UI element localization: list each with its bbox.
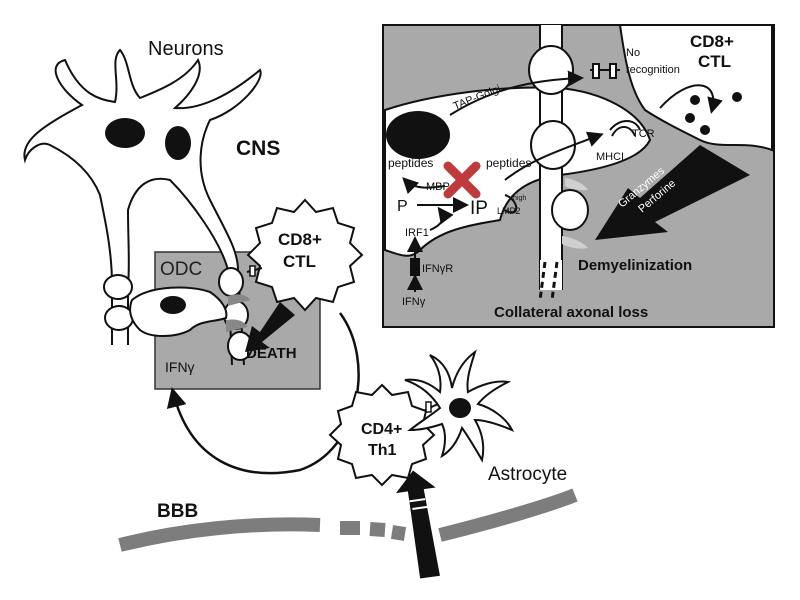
cd8-ctl-cell bbox=[245, 198, 364, 352]
cd8-label: CD8+ bbox=[278, 230, 322, 249]
cd4-label: CD4+ bbox=[361, 421, 402, 438]
neuron bbox=[23, 48, 262, 366]
neurons-label: Neurons bbox=[148, 38, 224, 60]
tcr-label: TCR bbox=[632, 128, 655, 140]
ctl-label: CTL bbox=[283, 252, 316, 271]
mbp-label: MBP bbox=[426, 181, 450, 193]
astrocyte-cell bbox=[404, 349, 515, 463]
astrocyte-label: Astrocyte bbox=[488, 464, 567, 485]
peptides-left-label: peptides bbox=[388, 156, 433, 170]
lmp2-label: LMP2 bbox=[497, 206, 521, 216]
peptides-right-label: peptides bbox=[486, 156, 531, 170]
death-label: DEATH bbox=[246, 345, 297, 362]
no-recognition-label-2: recognition bbox=[626, 64, 680, 76]
blocked-x-icon bbox=[443, 161, 481, 199]
odc-label: ODC bbox=[160, 259, 202, 280]
cns-label: CNS bbox=[236, 137, 280, 160]
ip-label: IP bbox=[470, 198, 488, 219]
p-label: P bbox=[397, 198, 408, 215]
high-label: high bbox=[513, 195, 526, 202]
inset-panel bbox=[382, 24, 775, 328]
bbb-barrier bbox=[118, 470, 578, 579]
no-recognition-label: No bbox=[626, 47, 640, 59]
bbb-label: BBB bbox=[157, 501, 198, 522]
ifng-inset-label: IFNγ bbox=[402, 296, 426, 308]
mhci-label: MHCI bbox=[596, 151, 624, 163]
inset-labels: CD8+ CTL No recognition TAP-Golgi TCR MH… bbox=[388, 32, 734, 321]
oligodendrocyte bbox=[129, 286, 250, 337]
th1-label: Th1 bbox=[368, 442, 397, 459]
ifng-label: IFNγ bbox=[165, 359, 195, 375]
demyelinization-label: Demyelinization bbox=[578, 257, 692, 274]
irf1-label: IRF1 bbox=[405, 227, 429, 239]
inset-ctl-label: CTL bbox=[698, 52, 731, 71]
inset-cd8-label: CD8+ bbox=[690, 32, 734, 51]
collateral-axonal-loss-label: Collateral axonal loss bbox=[494, 304, 648, 321]
ifngr-label: IFNγR bbox=[422, 263, 453, 275]
